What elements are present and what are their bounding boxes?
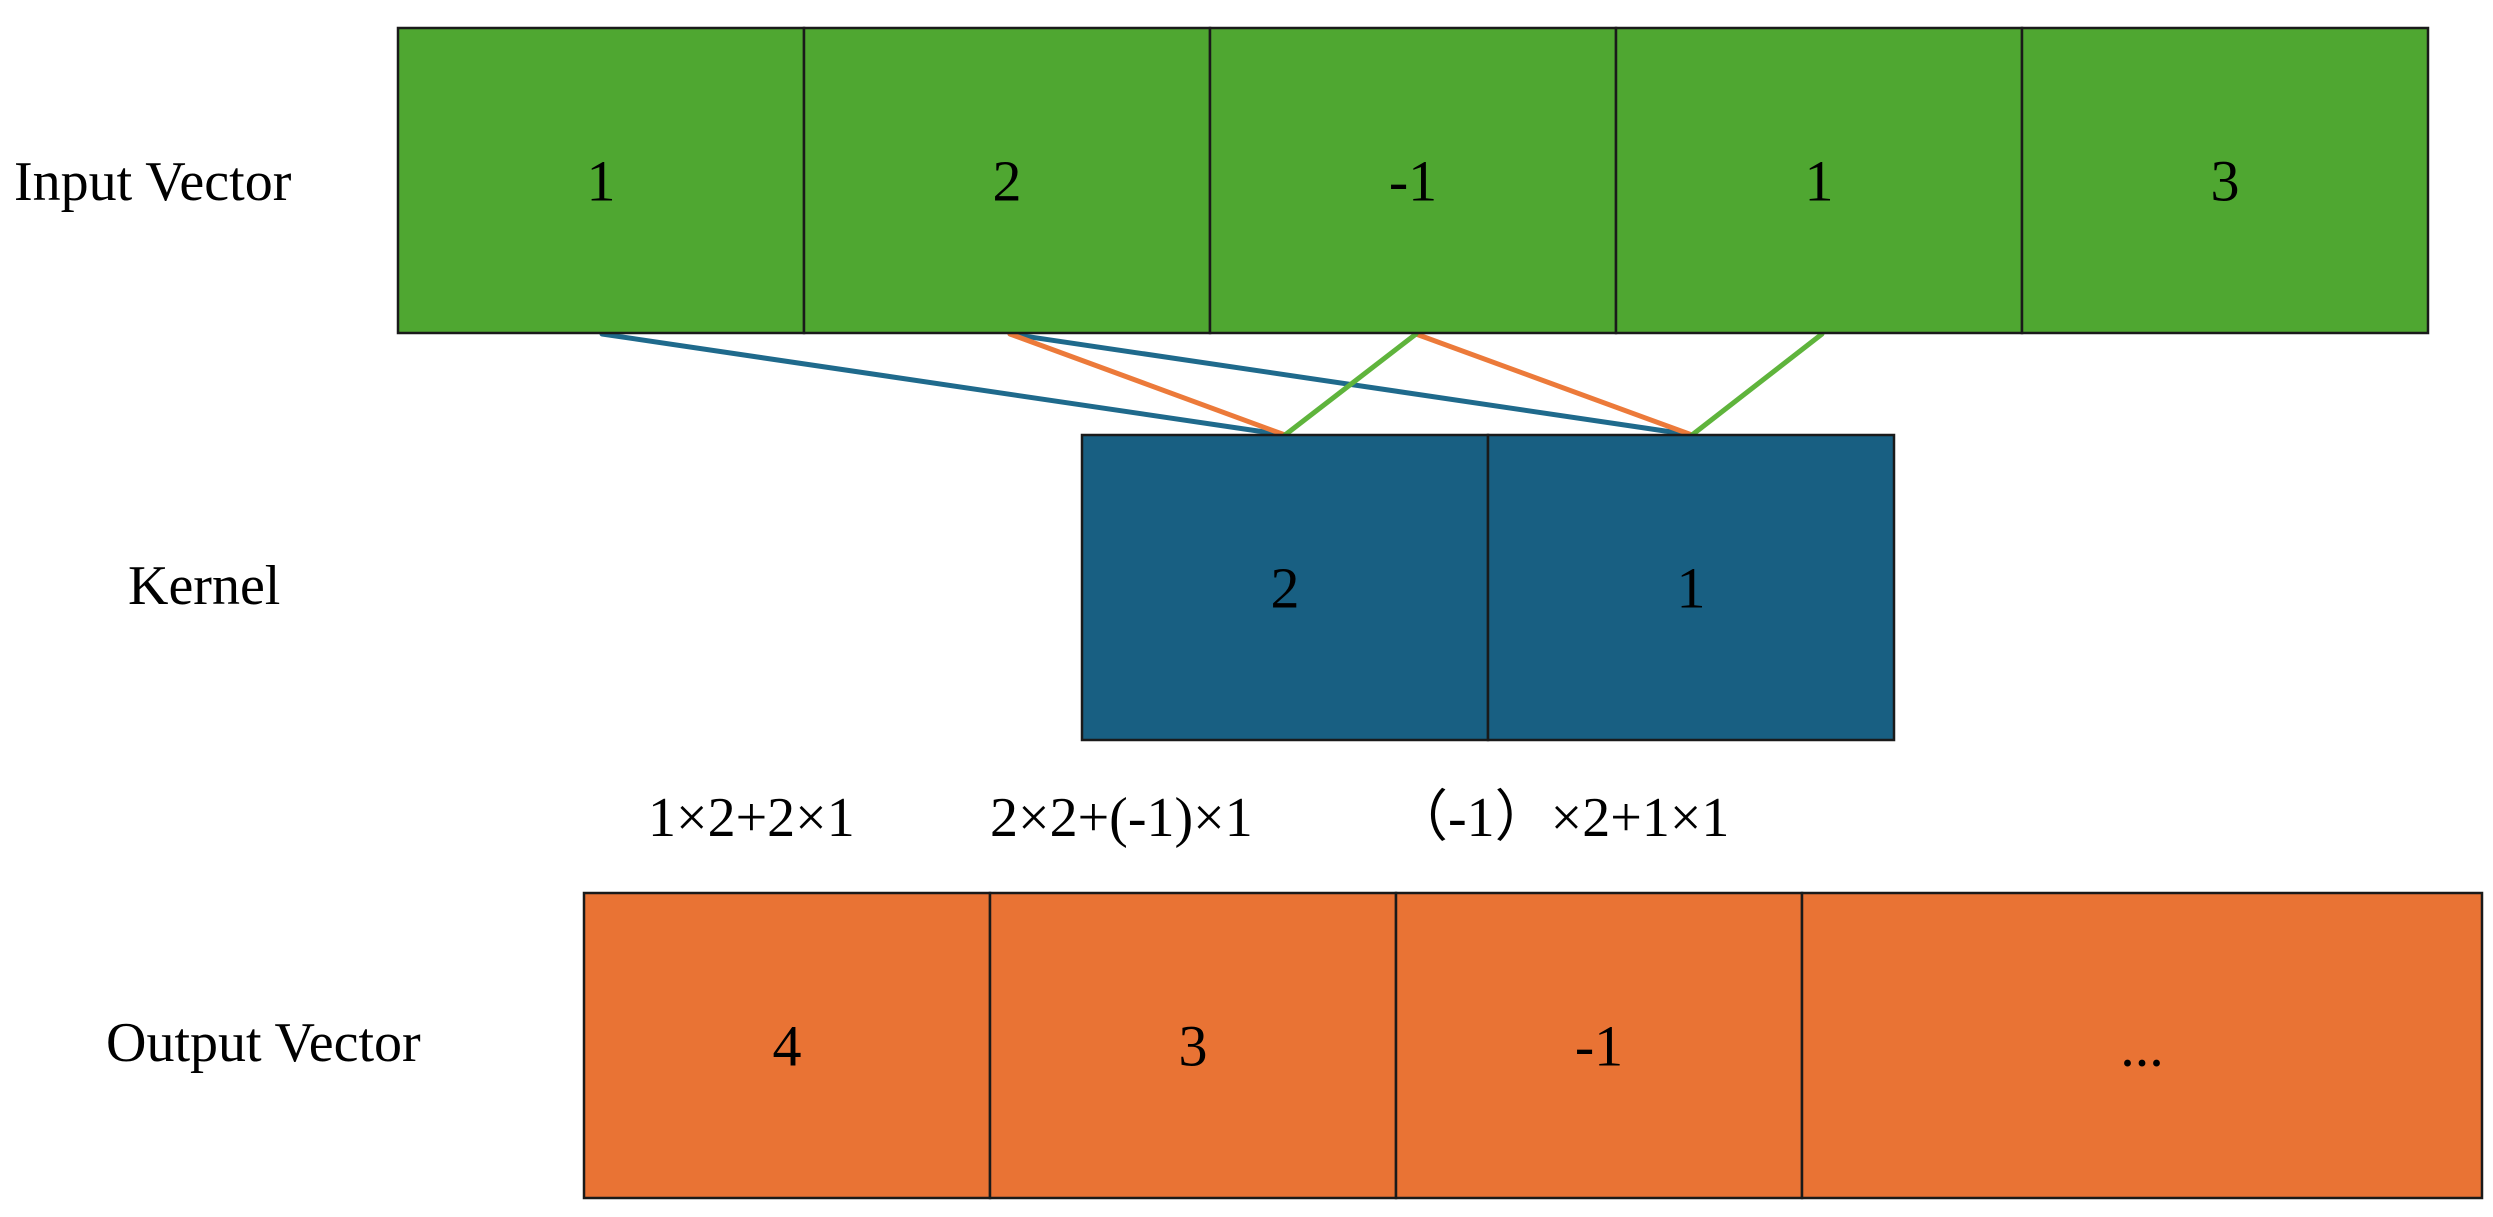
input-value-5: 3 [2211, 149, 2240, 214]
kernel-value-1: 2 [1271, 556, 1300, 621]
kernel-value-2: 1 [1677, 556, 1706, 621]
input-cell-3 [1208, 26, 1618, 335]
output-cell-1 [582, 891, 992, 1200]
output-value-3: -1 [1575, 1014, 1623, 1079]
connection-blue-1 [599, 331, 1288, 438]
connection-orange-1 [1007, 331, 1288, 438]
output-cell-3 [1394, 891, 1804, 1200]
output-vector: 4 3 -1... [582, 891, 2484, 1200]
output-value-2: 3 [1179, 1014, 1208, 1079]
kernel-connections [599, 331, 1825, 438]
connection-green-1 [1282, 331, 1419, 438]
output-cell-4 [1800, 891, 2484, 1200]
formula-2: 2×2+(-1)×1 [990, 787, 1253, 849]
input-cell-1 [396, 26, 806, 335]
input-vector: 1 2 -1 1 3 [396, 26, 2430, 335]
input-cell-5 [2020, 26, 2430, 335]
kernel-label: Kernel [128, 555, 280, 617]
kernel-cell-2 [1486, 433, 1896, 742]
formula-1: 1×2+2×1 [648, 787, 855, 849]
input-value-3: -1 [1389, 149, 1437, 214]
input-value-1: 1 [587, 149, 616, 214]
input-value-4: 1 [1805, 149, 1834, 214]
input-value-2: 2 [993, 149, 1022, 214]
output-cell-2 [988, 891, 1398, 1200]
input-cell-2 [802, 26, 1212, 335]
output-value-1: 4 [773, 1014, 802, 1079]
kernel-cell-1 [1080, 433, 1490, 742]
connection-green-2 [1689, 331, 1825, 438]
connection-orange-2 [1413, 331, 1695, 438]
output-value-4: ... [2120, 1014, 2164, 1079]
formula-3: （-1）×2+1×1 [1392, 787, 1729, 849]
input-vector-label: Input Vector [14, 151, 292, 213]
output-vector-label: Output Vector [106, 1012, 421, 1074]
